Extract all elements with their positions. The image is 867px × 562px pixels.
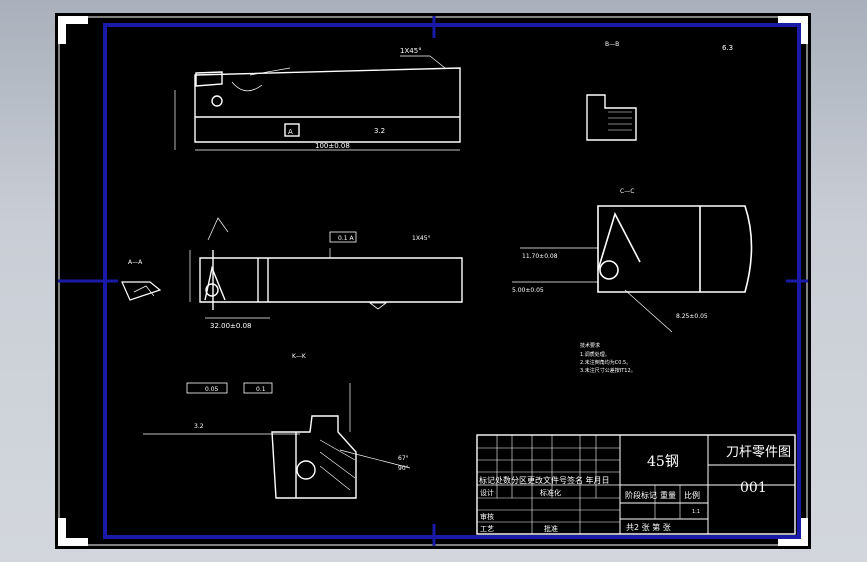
- section-aa: [121, 281, 162, 301]
- lower-view-tol-a: 0.05: [205, 386, 219, 393]
- detail-cc-label: C—C: [620, 188, 634, 195]
- process-label: 工艺: [480, 525, 494, 533]
- drawing-number: 001: [740, 480, 767, 496]
- approve-label: 批准: [544, 524, 558, 533]
- notes-line-2: 2.未注倒角均为C0.5。: [580, 359, 631, 366]
- sheet-outer-border: [58, 16, 808, 546]
- drawing-sheet: [55, 13, 811, 549]
- lower-view-roughness: 3.2: [194, 423, 204, 430]
- front-view: [189, 217, 463, 319]
- lower-view-tol-b: 0.1: [256, 386, 266, 393]
- notes-title: 技术要求: [580, 342, 600, 349]
- review-label: 审核: [480, 512, 494, 521]
- front-view-tolerance: 0.1 A: [338, 235, 354, 242]
- top-view: [174, 55, 461, 151]
- scale-label: 比例: [684, 490, 700, 500]
- lower-view-label: K—K: [292, 353, 307, 360]
- detail-dim-b: 5.00±0.05: [512, 287, 544, 294]
- corner-marks: [58, 16, 808, 546]
- detail-dim-a: 11.70±0.08: [522, 253, 558, 260]
- top-view-length-dim: 100±0.08: [315, 142, 350, 150]
- lower-view-angle-a: 67°: [398, 455, 409, 462]
- title-block: [476, 434, 796, 535]
- weight-label: 重量: [660, 490, 676, 500]
- notes-line-1: 1.调质处理。: [580, 351, 610, 358]
- lower-view: [143, 382, 411, 499]
- top-view-roughness: 3.2: [374, 127, 385, 135]
- drawing-title: 刀杆零件图: [726, 445, 791, 460]
- stage-mark-label: 阶段标记: [625, 490, 657, 500]
- section-bb-label: B—B: [605, 41, 619, 48]
- section-bb: [586, 94, 637, 141]
- designer-label: 设计: [480, 488, 494, 497]
- front-view-width-dim: 32.00±0.08: [210, 322, 252, 330]
- lower-view-angle-b: 90°: [398, 465, 409, 472]
- centering-marks: [58, 16, 808, 546]
- title-block-header: 标记处数分区更改文件号签名 年月日: [479, 475, 610, 485]
- notes-line-3: 3.未注尺寸公差按IT12。: [580, 367, 636, 374]
- sheet-info: 共2 张 第 张: [626, 522, 671, 532]
- front-view-section-label: A—A: [128, 259, 143, 266]
- front-view-chamfer: 1X45°: [412, 235, 431, 242]
- scale-value: 1:1: [692, 509, 700, 515]
- top-view-chamfer: 1X45°: [400, 47, 422, 55]
- detail-cc: [512, 205, 753, 333]
- detail-dim-c: 8.25±0.05: [676, 313, 708, 320]
- corner-roughness: 6.3: [722, 44, 733, 52]
- material-label: 45钢: [647, 454, 679, 470]
- standardization-label: 标准化: [540, 488, 561, 497]
- top-view-section-label: A: [288, 128, 293, 136]
